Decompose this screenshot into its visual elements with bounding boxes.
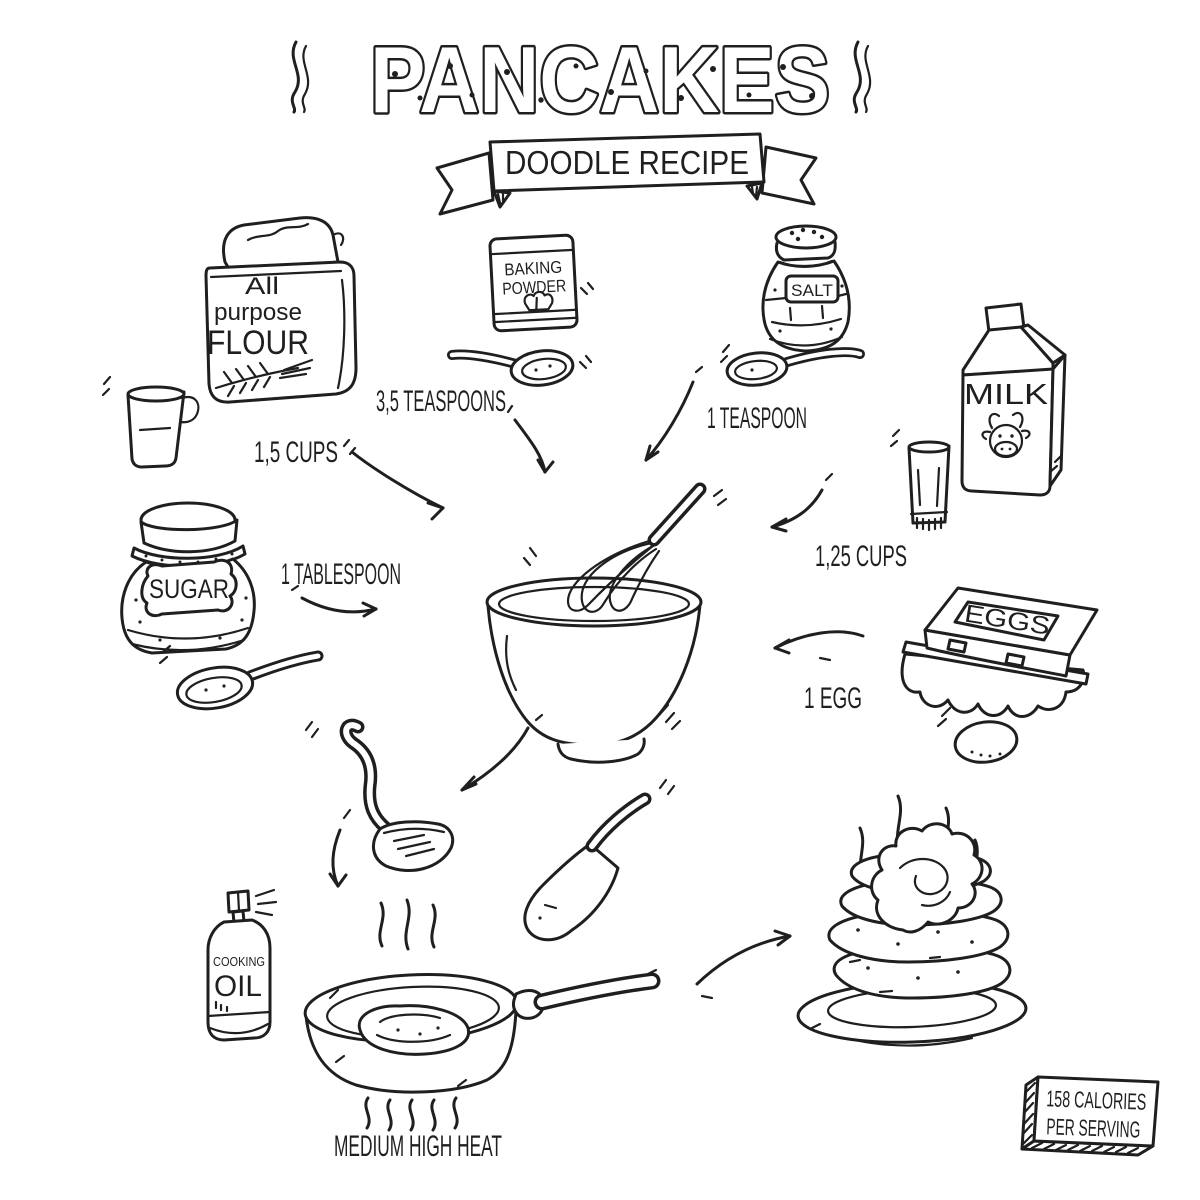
salt-station: SALT 1 TEASPOON bbox=[644, 224, 865, 462]
title-steam-right-icon bbox=[852, 40, 872, 114]
baking-powder-label-line1: BAKING bbox=[504, 257, 563, 279]
baking-powder-label-line2: POWDER bbox=[502, 276, 567, 298]
ribbon-fold-hatch bbox=[496, 185, 759, 205]
badge-edge-hatch bbox=[1021, 1081, 1140, 1155]
arrow-sugar-to-bowl bbox=[290, 584, 378, 618]
arrow-eggs-to-bowl bbox=[773, 630, 865, 662]
arrow-milk-to-bowl bbox=[770, 472, 834, 533]
muffin-icon bbox=[523, 290, 554, 312]
heat-note-label: MEDIUM HIGH HEAT bbox=[334, 1130, 502, 1163]
milk-label: MILK bbox=[964, 379, 1049, 411]
heat-squiggles-icon bbox=[364, 1096, 459, 1132]
milk-amount-label: 1,25 CUPS bbox=[815, 540, 907, 573]
flour-amount-label: 1,5 CUPS bbox=[254, 436, 338, 469]
oil-label-line2: OIL bbox=[214, 970, 262, 1003]
title-sprinkle-dots bbox=[392, 63, 815, 103]
arrow-salt-to-bowl bbox=[644, 365, 704, 462]
eggs-station: EGGS 1 EGG bbox=[773, 586, 1099, 764]
milk-station: MILK 1,25 CUPS bbox=[770, 302, 1067, 573]
banner-text: DOODLE RECIPE bbox=[505, 144, 749, 181]
arrow-pan-to-pancakes bbox=[695, 929, 792, 1000]
milk-glass-icon bbox=[889, 428, 951, 532]
milk-carton-icon: MILK bbox=[960, 302, 1067, 497]
flour-station: All purpose FLOUR 1,5 CUPS bbox=[101, 216, 445, 521]
arrow-bowl-to-ladle bbox=[460, 713, 544, 792]
calories-badge: 158 CALORIES PER SERVING bbox=[1020, 1075, 1160, 1157]
baking-powder-amount-label: 3,5 TEASPOONS bbox=[376, 385, 506, 418]
salt-amount-label: 1 TEASPOON bbox=[707, 402, 807, 435]
salt-shaker-icon: SALT bbox=[761, 224, 851, 353]
frying-pan-station: MEDIUM HIGH HEAT bbox=[303, 898, 661, 1163]
eggs-label-plate bbox=[953, 600, 1060, 642]
pancake-batter bbox=[357, 1004, 471, 1056]
sugar-label: SUGAR bbox=[149, 574, 229, 604]
flour-label-line1: All bbox=[245, 273, 279, 300]
whisk-icon bbox=[522, 482, 728, 613]
whipped-cream-icon bbox=[870, 822, 984, 934]
ribbon-panel bbox=[488, 132, 766, 193]
badge-face bbox=[1032, 1075, 1160, 1148]
pancake-stack-station bbox=[796, 794, 1028, 1047]
frying-pan-icon bbox=[303, 968, 661, 1094]
sugar-station: SUGAR 1 TABLESPOON bbox=[120, 501, 401, 711]
measuring-cup-icon bbox=[101, 375, 200, 469]
arrow-flour-to-bowl bbox=[342, 438, 445, 521]
sugar-amount-label: 1 TABLESPOON bbox=[281, 558, 401, 591]
flour-label-line2: purpose bbox=[214, 299, 302, 326]
ribbon-tail-left bbox=[435, 151, 495, 216]
wheat-icon bbox=[214, 358, 314, 398]
mixing-bowl-icon bbox=[485, 576, 703, 764]
title-steam-left-icon bbox=[290, 40, 310, 114]
tablespoon-sugar-icon bbox=[158, 644, 324, 711]
page-title: PANCAKES bbox=[370, 27, 830, 132]
flour-bag-body bbox=[204, 260, 358, 404]
ladle-icon bbox=[304, 718, 455, 872]
steam-above-pan-icon bbox=[378, 898, 437, 951]
banner-ribbon: DOODLE RECIPE bbox=[435, 132, 818, 216]
calories-line1: 158 CALORIES bbox=[1046, 1085, 1147, 1114]
cow-face-icon bbox=[981, 411, 1031, 459]
salt-label: SALT bbox=[791, 281, 833, 300]
cooking-oil-icon: COOKING OIL bbox=[206, 888, 278, 1042]
teaspoon-baking-powder-icon bbox=[447, 349, 593, 387]
teaspoon-salt-icon bbox=[719, 343, 865, 387]
oil-label-line1: COOKING bbox=[213, 954, 265, 969]
arrow-ladle-to-pan bbox=[328, 808, 352, 888]
baking-powder-station: BAKING POWDER 3,5 TEASPOONS bbox=[376, 233, 595, 474]
mixing-bowl-station bbox=[460, 482, 728, 792]
calories-line2: PER SERVING bbox=[1046, 1113, 1141, 1142]
arrow-baking-powder-to-bowl bbox=[506, 404, 555, 474]
eggs-amount-label: 1 EGG bbox=[804, 682, 862, 715]
flour-label-line3: FLOUR bbox=[207, 324, 309, 362]
egg-icon bbox=[936, 706, 1019, 764]
plate-icon bbox=[796, 980, 1028, 1047]
sugar-jar-icon: SUGAR bbox=[120, 501, 256, 655]
baking-powder-jar: BAKING POWDER bbox=[488, 233, 579, 333]
spatula-icon bbox=[523, 778, 676, 942]
